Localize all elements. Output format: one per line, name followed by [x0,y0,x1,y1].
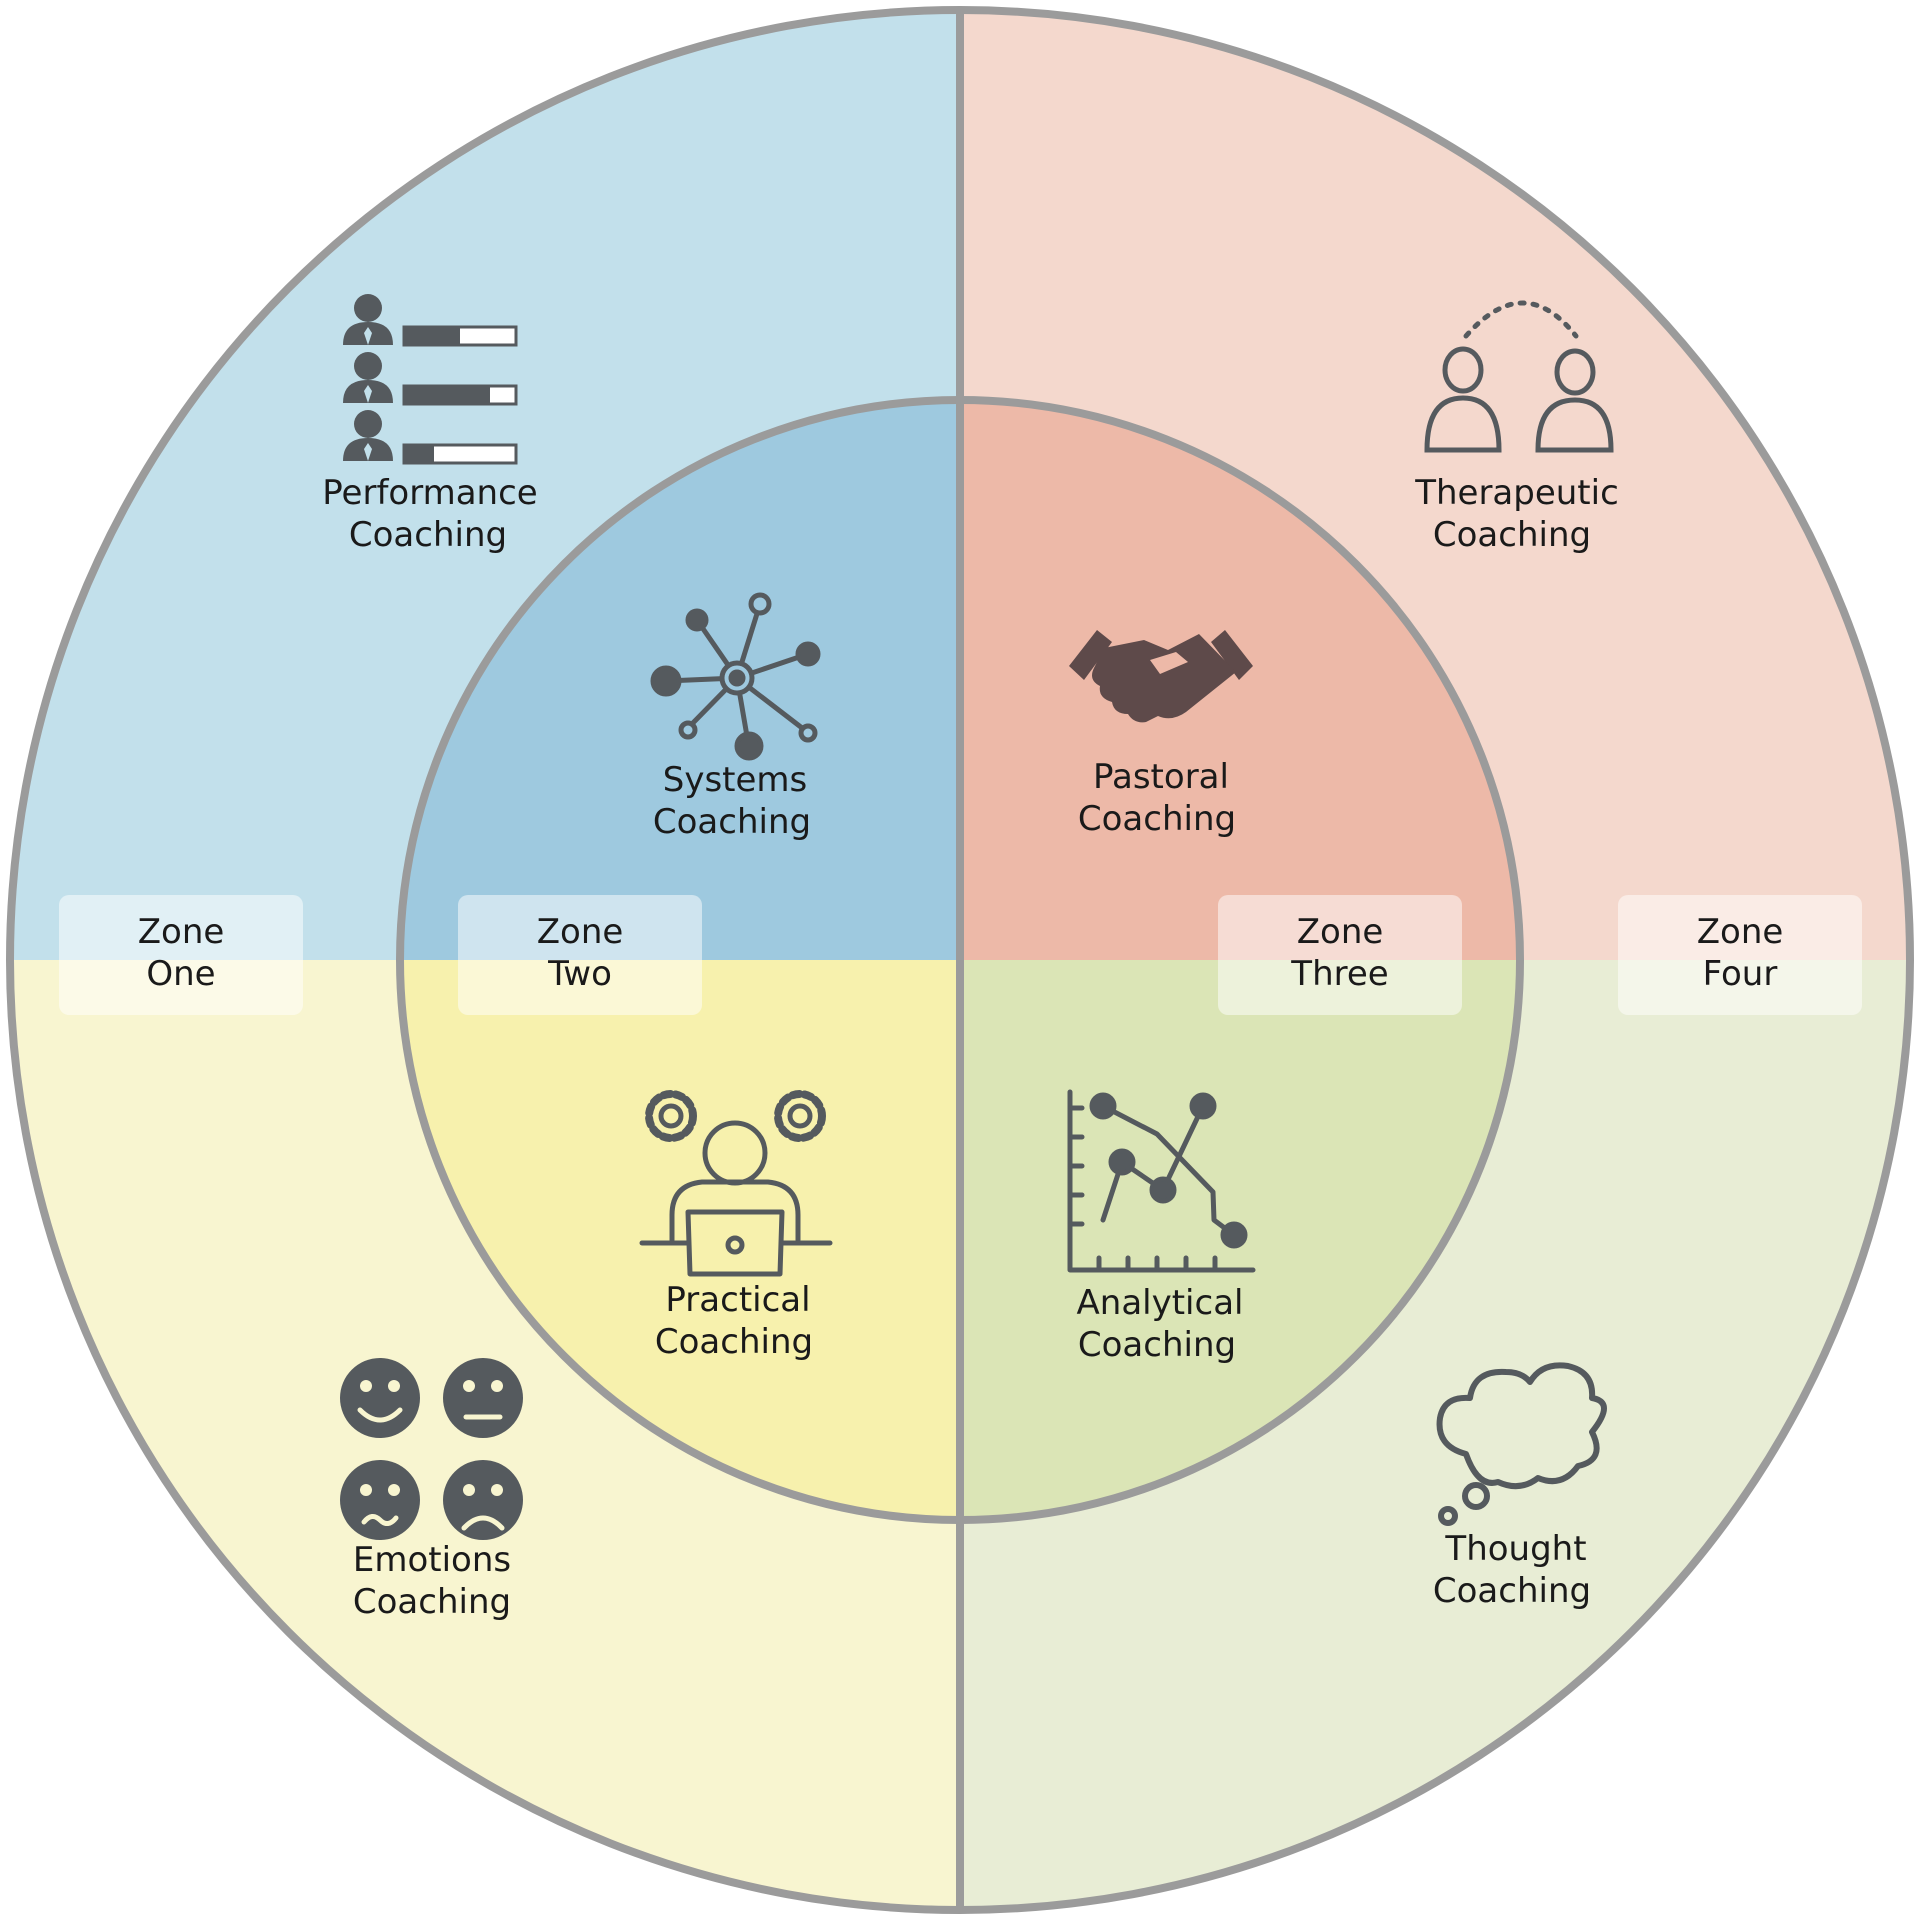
thought-label-line2: Coaching [1433,1571,1591,1611]
performance-coaching: Performance Coaching [322,294,538,555]
zone-four-box [1618,895,1862,1015]
systems-label-line1: Systems [663,760,808,800]
zone-three-line1: Zone [1297,912,1384,952]
emotions-label-line2: Coaching [353,1582,511,1622]
zone-one-line1: Zone [138,912,225,952]
systems-coaching: Systems Coaching [650,592,821,842]
worried-face-icon [340,1460,420,1540]
systems-label-line2: Coaching [653,802,811,842]
sad-face-icon [443,1460,523,1540]
therapeutic-label-line1: Therapeutic [1414,473,1619,513]
ring-strokes [6,6,1914,1914]
performance-label-line1: Performance [322,473,537,513]
zone-three-label: Zone Three [1218,895,1462,1015]
zone-four-label: Zone Four [1618,895,1862,1015]
handshake-icon [1069,630,1253,723]
therapeutic-label-line2: Coaching [1433,515,1591,555]
analytical-coaching: Analytical Coaching [1067,1089,1256,1365]
people-rating-icon [343,294,518,465]
therapeutic-coaching: Therapeutic Coaching [1414,300,1619,555]
two-people-connected-icon [1424,300,1614,453]
analytical-label-line1: Analytical [1077,1283,1244,1323]
person-laptop-gears-icon [639,1090,833,1277]
zone-two-line1: Zone [537,912,624,952]
network-node-icon [650,592,821,761]
happy-face-icon [340,1358,420,1438]
emotion-faces-icon [340,1358,523,1540]
inner-quadrant-top-right [960,400,1520,960]
practical-coaching: Practical Coaching [639,1090,833,1362]
zone-one-box [59,895,303,1015]
pastoral-label-line1: Pastoral [1093,757,1229,797]
emotions-coaching: Emotions Coaching [340,1358,523,1622]
practical-label-line2: Coaching [655,1322,813,1362]
zone-one-label: Zone One [59,895,303,1015]
line-chart-icon [1067,1089,1256,1273]
zone-one-line2: One [146,954,215,994]
thought-cloud-icon [1436,1362,1607,1526]
neutral-face-icon [443,1358,523,1438]
zone-four-line1: Zone [1697,912,1784,952]
thought-label-line1: Thought [1444,1529,1586,1569]
zone-two-box [458,895,702,1015]
emotions-label-line1: Emotions [353,1540,511,1580]
practical-label-line1: Practical [665,1280,810,1320]
analytical-label-line2: Coaching [1078,1325,1236,1365]
zone-two-line2: Two [547,954,612,994]
zone-two-label: Zone Two [458,895,702,1015]
zone-three-line2: Three [1290,954,1388,994]
pastoral-coaching: Pastoral Coaching [1069,630,1253,839]
zone-labels: Zone One Zone Two Zone Three Zone Four [59,895,1862,1015]
pastoral-label-line2: Coaching [1078,799,1236,839]
thought-coaching: Thought Coaching [1433,1362,1607,1611]
performance-label-line2: Coaching [349,515,507,555]
zone-three-box [1218,895,1462,1015]
zone-four-line2: Four [1703,954,1778,994]
